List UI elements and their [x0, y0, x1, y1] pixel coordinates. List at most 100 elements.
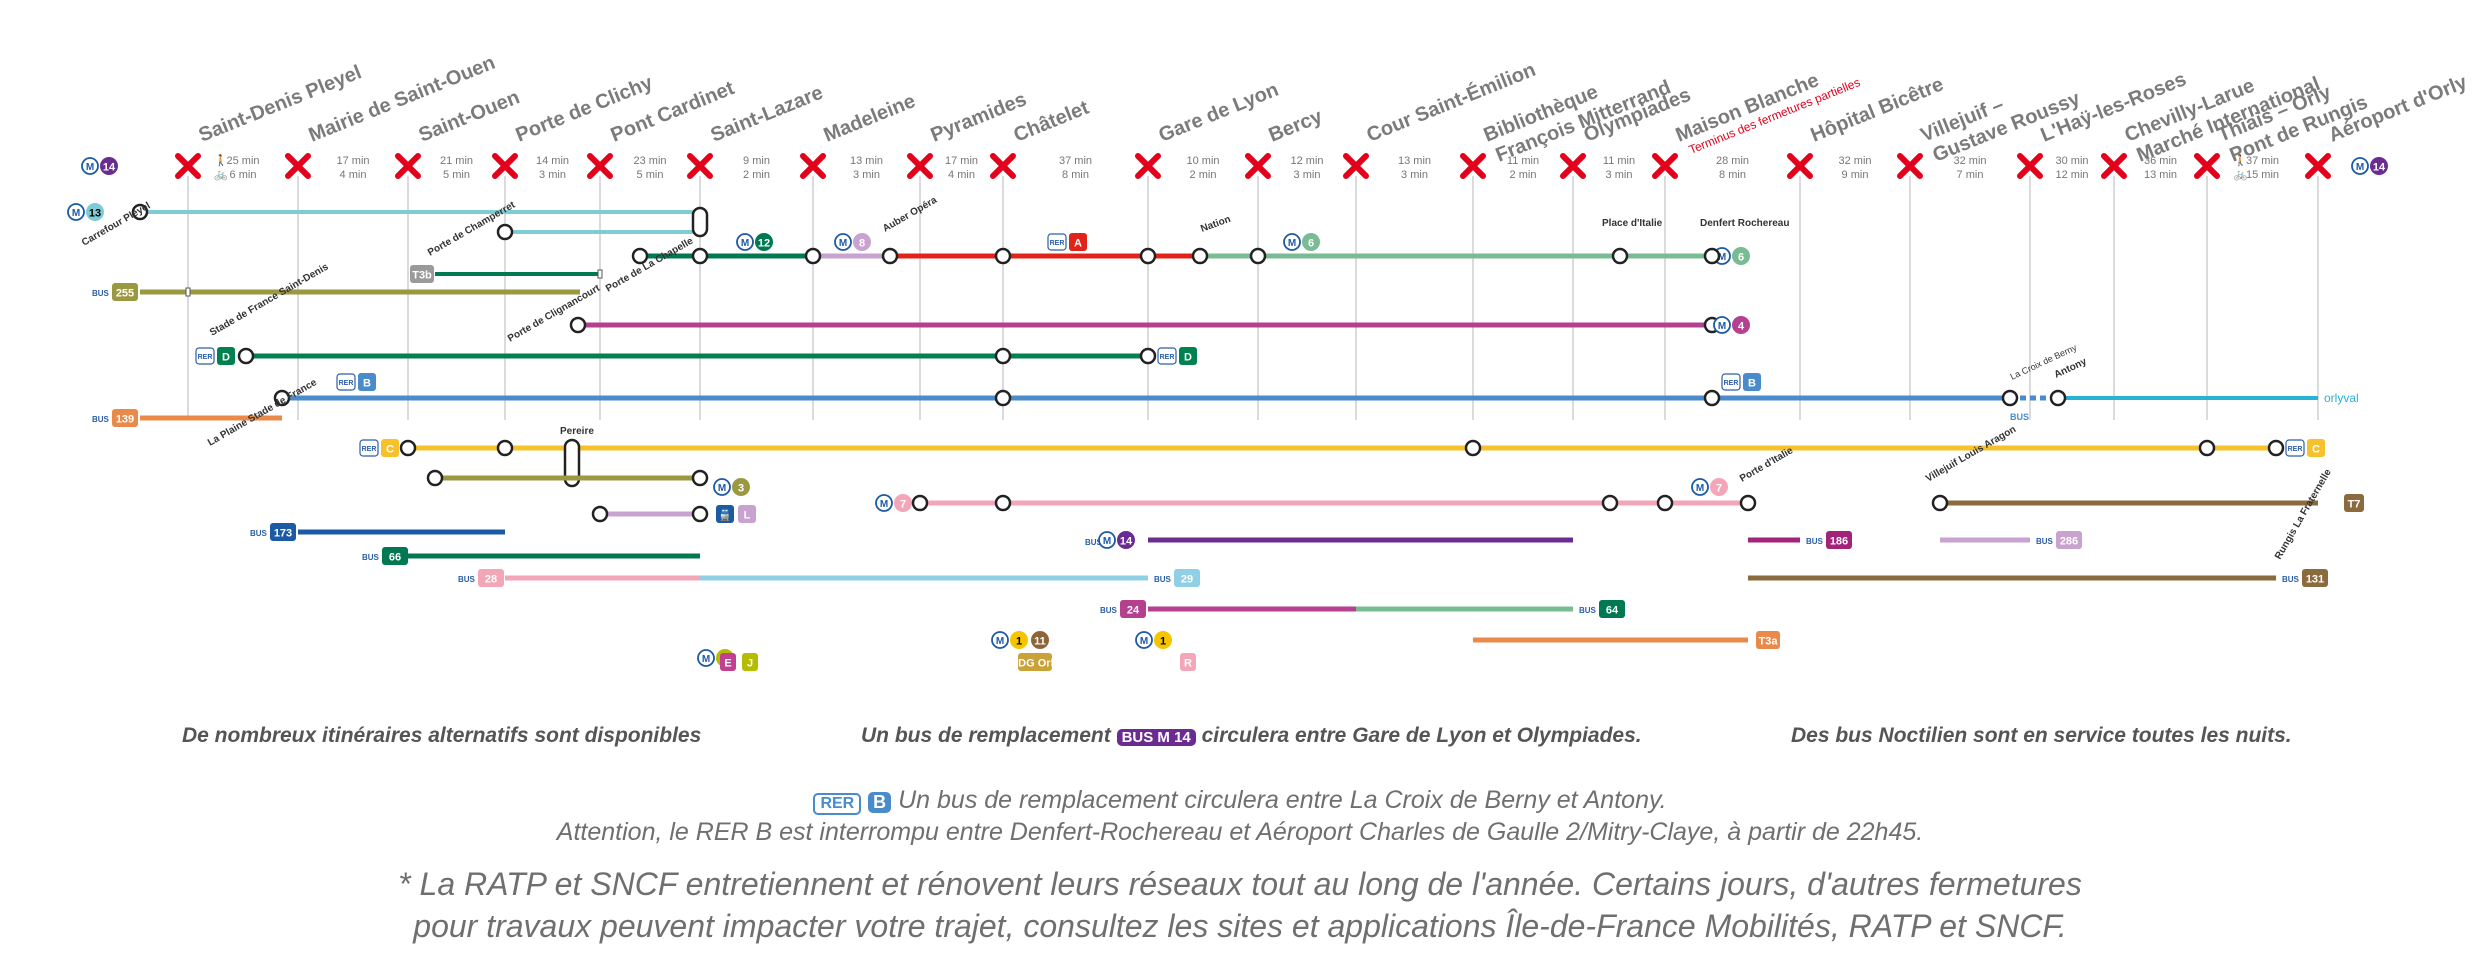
bus-173-badge-label: 173 — [274, 528, 292, 540]
time-bottom-18: 13 min — [2144, 169, 2177, 181]
node-carrefour-pleyel — [131, 203, 149, 221]
metro-8-badge-m-label: M — [839, 238, 847, 249]
node-saint-lazare-13 — [691, 206, 709, 238]
closed-station-mark-4 — [587, 153, 613, 179]
station-name-1: Mairie de Saint-Ouen — [306, 52, 499, 147]
closed-station-mark-20-stroke-b — [2305, 153, 2331, 179]
bus-m14-bus-word: BUS — [1085, 538, 1103, 547]
stack-line-r-label: R — [1184, 658, 1192, 670]
bus-173-badge-box — [270, 523, 296, 541]
stack-rer-e-box — [720, 653, 736, 671]
metro-7-badge-2-m-icon — [1691, 478, 1709, 496]
closed-station-mark-12-stroke-b — [1460, 153, 1486, 179]
rer-b-badge-rer-box — [336, 373, 356, 391]
bike-icon-0: 🚲 — [214, 169, 228, 181]
rer-a-badge-rer-word: RER — [1050, 240, 1065, 247]
time-top-7: 17 min — [945, 155, 978, 167]
bus-131-badge-label: 131 — [2306, 574, 2324, 586]
bus-131-badge-box — [2302, 569, 2328, 587]
closed-station-mark-7-stroke-b — [907, 153, 933, 179]
tick-t3b — [597, 269, 603, 279]
rer-d-badge-rer-word: RER — [198, 354, 213, 361]
closed-station-mark-15-stroke-b — [1787, 153, 1813, 179]
bus-139-badge-bus-word: BUS — [92, 415, 110, 424]
closed-station-mark-1-stroke-b — [285, 153, 311, 179]
time-bottom-0: 6 min — [230, 169, 257, 181]
bus-66-badge-label: 66 — [389, 552, 401, 564]
stack-metro-9-m-icon — [697, 649, 715, 667]
stack-metro-9-m-label: M — [702, 654, 710, 665]
time-top-3: 14 min — [536, 155, 569, 167]
time-top-16: 32 min — [1953, 155, 1986, 167]
rer-b-note-line1: RER B Un bus de remplacement circulera e… — [0, 786, 2480, 815]
closed-station-mark-20 — [2305, 153, 2331, 179]
stack-metro-1-chatelet-m-label: M — [996, 636, 1004, 647]
closed-station-mark-9-stroke-b — [1135, 153, 1161, 179]
rer-d-badge-rer-box — [195, 347, 215, 365]
time-top-5: 9 min — [743, 155, 770, 167]
node-chain-9 — [1703, 247, 1721, 265]
bus-66-badge-box — [382, 547, 408, 565]
time-bottom-17: 12 min — [2055, 169, 2088, 181]
node-denfert-b — [1703, 389, 1721, 407]
rer-c-end-badge-rer-box — [2285, 439, 2305, 457]
footer-info-row: De nombreux itinéraires alternatifs sont… — [0, 724, 2480, 754]
metro-4-badge-m-label: M — [1718, 321, 1726, 332]
metro-3-badge-m-icon — [713, 478, 731, 496]
bus-131-badge-bus-word: BUS — [2282, 575, 2300, 584]
bus-64-badge-bus-word: BUS — [1579, 606, 1597, 615]
closed-station-mark-17 — [2017, 153, 2043, 179]
time-top-19: 37 min — [2246, 155, 2279, 167]
label-stade-de-france: Stade de France Saint-Denis — [208, 261, 331, 338]
stack-metro-1-chatelet-number-disc — [1010, 631, 1028, 649]
tram-3a-badge-label: T3a — [1759, 636, 1779, 648]
bus-186-badge-bus-word: BUS — [1806, 537, 1824, 546]
closed-station-mark-8-stroke-b — [990, 153, 1016, 179]
rer-a-badge-box — [1069, 233, 1087, 251]
time-bottom-10: 3 min — [1294, 169, 1321, 181]
metro-13-badge-m-label: M — [72, 208, 80, 219]
rer-c-end-badge-rer-word: RER — [2288, 446, 2303, 453]
rer-c-badge-box — [381, 439, 399, 457]
closed-station-mark-2-stroke-b — [395, 153, 421, 179]
node-m7-1 — [994, 494, 1012, 512]
rer-b-end-badge-box — [1743, 373, 1761, 391]
time-top-2: 21 min — [440, 155, 473, 167]
rer-d-badge-label: D — [222, 352, 230, 364]
rer-d-end-badge-rer-word: RER — [1160, 354, 1175, 361]
closed-station-mark-11 — [1343, 153, 1369, 179]
works-note-line2: pour travaux peuvent impacter votre traj… — [413, 908, 2067, 944]
node-villejuif-aragon — [1931, 494, 1949, 512]
node-saint-lazare-3 — [691, 469, 709, 487]
node-rer-c-2 — [1464, 439, 1482, 457]
time-bottom-9: 2 min — [1190, 169, 1217, 181]
line-l-train-box — [716, 505, 734, 523]
label-porte-chapelle: Porte de La Chapelle — [604, 235, 696, 294]
time-bottom-4: 5 min — [637, 169, 664, 181]
label-auber-opera: Auber Opéra — [881, 195, 939, 235]
stack-metro-11: 11 — [1034, 636, 1046, 648]
node-gare-de-lyon-d — [1139, 347, 1157, 365]
closed-station-mark-6-stroke-b — [800, 153, 826, 179]
time-bottom-12: 2 min — [1510, 169, 1537, 181]
closed-station-mark-16-stroke-b — [1897, 153, 1923, 179]
node-rer-c-4 — [2267, 439, 2285, 457]
node-rer-c-1 — [496, 439, 514, 457]
node-l-start — [591, 505, 609, 523]
metro-6-end-badge-m-label: M — [1718, 252, 1726, 263]
node-chain-8 — [1611, 247, 1629, 265]
bus-24-badge-label: 24 — [1127, 605, 1140, 617]
node-rer-c-0 — [399, 439, 417, 457]
label-orlyval: orlyval — [2324, 391, 2359, 405]
rer-c-end-badge-box — [2307, 439, 2325, 457]
replacement-bus-pre: Un bus de remplacement — [861, 724, 1111, 747]
metro-4-badge-m-icon — [1713, 316, 1731, 334]
node-porte-clignancourt — [569, 316, 587, 334]
station-name-9: Gare de Lyon — [1156, 79, 1282, 147]
metro-8-badge-m-icon — [834, 233, 852, 251]
node-m7-0 — [911, 494, 929, 512]
bus-286-badge-label: 286 — [2060, 536, 2078, 548]
node-croix-berny — [2001, 389, 2019, 407]
node-chain-4 — [994, 247, 1012, 265]
